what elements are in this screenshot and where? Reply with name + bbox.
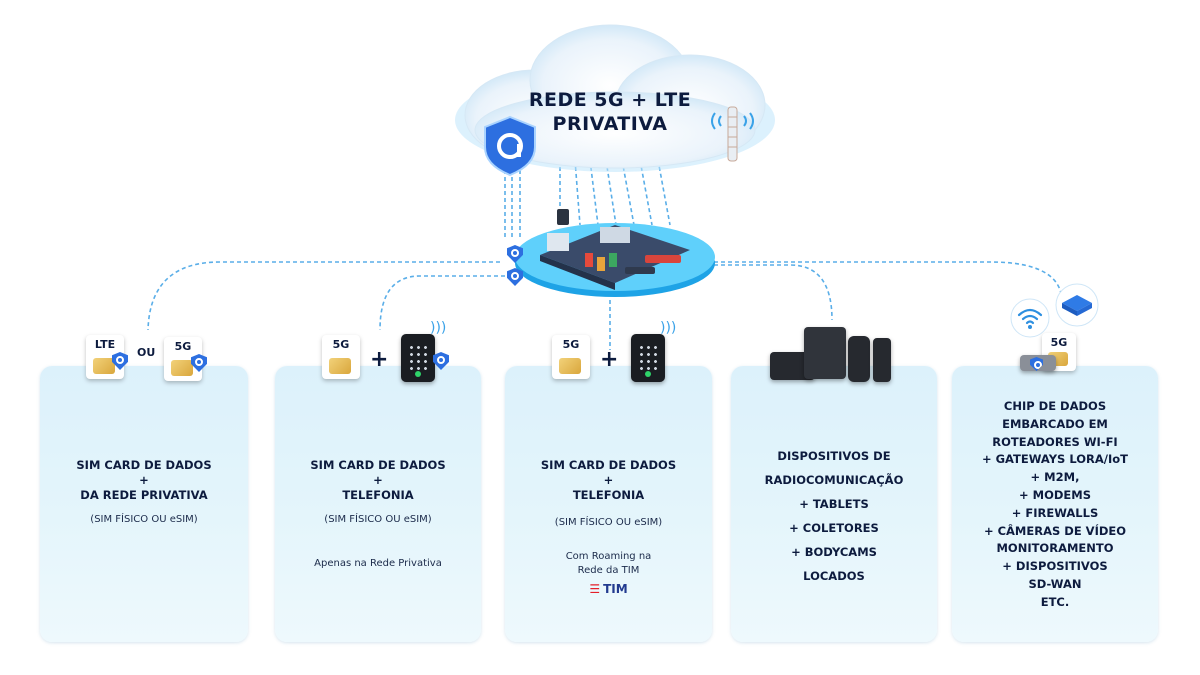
shield-icon [191, 354, 207, 372]
sim-chip-icon [171, 360, 193, 376]
sim-label: 5G [1050, 336, 1068, 349]
card-5-line-11: SD-WAN [1028, 576, 1082, 591]
collector-icon [848, 336, 870, 382]
phone-icon [631, 334, 665, 382]
shield-icon [507, 245, 523, 263]
card-3-title: SIM CARD DE DADOS + TELEFONIA [505, 458, 712, 503]
router-icon [1055, 283, 1099, 327]
card-5-line-7: + FIREWALLS [1011, 505, 1099, 520]
card-3-line-1: SIM CARD DE DADOS [540, 458, 677, 472]
card-embedded-chip: CHIP DE DADOS EMBARCADO EM ROTEADORES WI… [952, 366, 1158, 642]
card-2-plus: + [373, 473, 383, 487]
card-3-note: Com Roaming na Rede da TIM [505, 550, 712, 578]
keypad-icon [638, 344, 658, 370]
card-1-line-1: SIM CARD DE DADOS [76, 458, 212, 472]
shield-icon [112, 352, 128, 370]
radio-handheld-icon [873, 338, 891, 382]
shield-icon [433, 352, 449, 370]
tim-logo: ☰TIM [505, 582, 712, 596]
connector-card-5 [700, 261, 1063, 301]
plus-icon: + [600, 347, 619, 372]
sim-label: 5G [174, 340, 192, 353]
cloud-title-line-1: REDE 5G + LTE [528, 89, 692, 111]
plus-icon: + [370, 347, 389, 372]
call-led-icon [415, 371, 421, 377]
card-5-line-4: + GATEWAYS LORA/IoT [981, 452, 1129, 467]
card-data-telephony-roaming: SIM CARD DE DADOS + TELEFONIA (SIM FÍSIC… [505, 366, 712, 642]
card-2-line-1: SIM CARD DE DADOS [310, 458, 446, 472]
sim-label: LTE [94, 338, 116, 351]
connector-card-4 [700, 264, 833, 321]
card-2-sub: (SIM FÍSICO OU eSIM) [324, 514, 432, 525]
card-2-note: Apenas na Rede Privativa [314, 558, 442, 569]
card-4-line-1: DISPOSITIVOS DE [777, 449, 891, 463]
card-radio-devices: DISPOSITIVOS DE RADIOCOMUNICAÇÃO + TABLE… [731, 366, 937, 642]
card-1-line-2: DA REDE PRIVATIVA [80, 488, 208, 502]
card-5-list: CHIP DE DADOS EMBARCADO EM ROTEADORES WI… [952, 398, 1158, 612]
tim-logo-text: TIM [603, 582, 628, 596]
cloud-shield-link [504, 170, 521, 240]
card-4-line-3: + TABLETS [799, 497, 869, 511]
card-5-line-2: EMBARCADO EM [1002, 416, 1108, 431]
phone-icon [401, 334, 435, 382]
card-5-line-6: + MODEMS [1019, 487, 1091, 502]
keypad-icon [408, 344, 428, 370]
card-1-sub: (SIM FÍSICO OU eSIM) [90, 514, 198, 525]
sim-chip-icon [93, 358, 115, 374]
tablet-icon [804, 327, 846, 379]
card-2-line-2: TELEFONIA [342, 488, 414, 502]
call-led-icon [645, 371, 651, 377]
sim-chip-icon [329, 358, 351, 374]
card-4-line-6: LOCADOS [803, 569, 865, 583]
connector-card-1 [147, 261, 500, 331]
card-5-line-3: ROTEADORES WI-FI [992, 434, 1118, 449]
card-1-plus: + [139, 473, 149, 487]
tim-mark-icon: ☰ [589, 582, 601, 596]
cloud-title: REDE 5G + LTE PRIVATIVA [520, 88, 700, 136]
sim-chip-icon [559, 358, 581, 374]
card-private-data-sim: SIM CARD DE DADOS + DA REDE PRIVATIVA (S… [40, 366, 248, 642]
card-5-line-8: + CÂMERAS DE VÍDEO [983, 523, 1127, 538]
connector-card-2 [379, 275, 505, 331]
or-label: OU [137, 346, 156, 359]
signal-icon: ))) [430, 320, 447, 336]
card-1-title: SIM CARD DE DADOS + DA REDE PRIVATIVA [40, 458, 248, 503]
card-3-sub: (SIM FÍSICO OU eSIM) [554, 517, 663, 528]
wifi-icon [1010, 298, 1050, 338]
card-3-line-2: TELEFONIA [572, 488, 645, 502]
port-terminal-icon [515, 209, 715, 297]
card-3-note-line-1: Com Roaming na [565, 551, 652, 562]
antenna-tower-icon [711, 106, 754, 162]
card-3-note-line-2: Rede da TIM [577, 565, 640, 576]
card-5-line-5: + M2M, [1030, 470, 1080, 485]
shield-icon [1030, 357, 1043, 371]
signal-icon: ))) [660, 320, 677, 336]
card-4-line-2: RADIOCOMUNICAÇÃO [764, 473, 904, 487]
card-5-line-12: ETC. [1040, 594, 1070, 609]
sim-card-5g: 5G [1042, 333, 1076, 371]
shield-icon [507, 268, 523, 286]
card-5-line-9: MONITORAMENTO [996, 541, 1114, 556]
card-4-line-5: + BODYCAMS [791, 545, 877, 559]
card-data-telephony-private: SIM CARD DE DADOS + TELEFONIA (SIM FÍSIC… [275, 366, 481, 642]
card-5-line-1: CHIP DE DADOS [1003, 399, 1107, 413]
sim-label: 5G [332, 338, 350, 351]
sim-label: 5G [562, 338, 580, 351]
card-4-list: DISPOSITIVOS DE RADIOCOMUNICAÇÃO + TABLE… [731, 444, 937, 588]
sim-card-5g: 5G [552, 335, 590, 379]
shield-icon [484, 115, 536, 177]
card-4-line-4: + COLETORES [789, 521, 879, 535]
cloud-title-line-2: PRIVATIVA [552, 113, 668, 135]
card-5-line-10: + DISPOSITIVOS [1002, 559, 1108, 574]
card-3-plus: + [603, 473, 614, 487]
card-2-title: SIM CARD DE DADOS + TELEFONIA [275, 458, 481, 503]
sim-card-5g: 5G [322, 335, 360, 379]
